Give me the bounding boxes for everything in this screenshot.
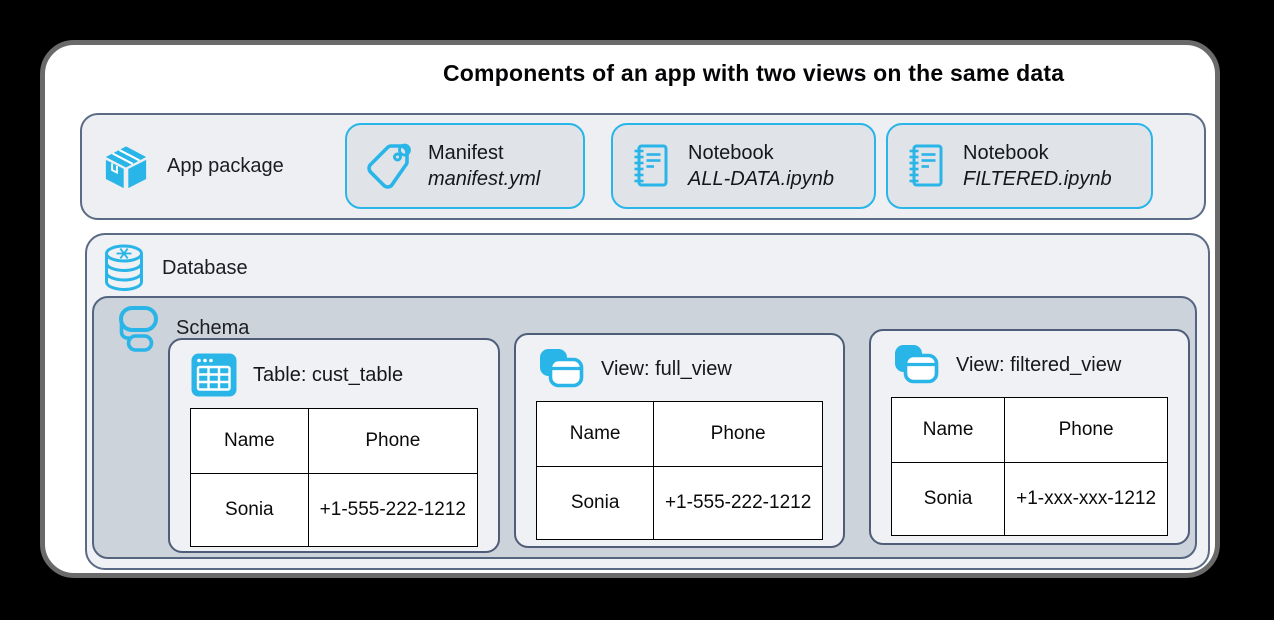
object-header: View: filtered_view — [891, 343, 1188, 387]
cell-value: Sonia — [535, 466, 655, 540]
object-title: View: full_view — [601, 357, 732, 380]
object-header: View: full_view — [536, 347, 843, 391]
cell-value: +1-555-222-1212 — [653, 466, 823, 540]
notebook-icon — [634, 144, 668, 187]
cell-value: Sonia — [190, 473, 309, 547]
cust-table-card: Table: cust_table Name Phone Sonia +1-55… — [168, 338, 500, 553]
object-title: Table: cust_table — [253, 363, 404, 386]
cell-value: +1-555-222-1212 — [307, 473, 479, 547]
view-icon — [895, 345, 939, 384]
schema-box: Schema — [92, 296, 1197, 559]
file-name: manifest.yml — [428, 168, 541, 190]
table-icon — [191, 353, 237, 397]
object-header: Table: cust_table — [190, 352, 498, 398]
diagram-title: Components of an app with two views on t… — [443, 60, 1065, 86]
tag-icon — [367, 143, 411, 189]
file-name: FILTERED.ipynb — [963, 168, 1112, 190]
package-icon — [105, 145, 147, 188]
data-table: Name Phone Sonia +1-555-222-1212 — [535, 401, 823, 540]
column-header: Phone — [653, 401, 823, 467]
manifest-card: Manifest manifest.yml — [345, 123, 585, 209]
cell-value: +1-xxx-xxx-1212 — [1004, 462, 1168, 536]
notebook-icon — [909, 144, 943, 187]
file-title: Manifest — [428, 142, 504, 164]
data-table: Name Phone Sonia +1-555-222-1212 — [190, 408, 479, 547]
full-view-card: View: full_view Name Phone Sonia +1-555-… — [514, 333, 845, 548]
app-package-box: App package Manifest manifest.yml — [80, 113, 1206, 220]
column-header: Name — [890, 397, 1006, 463]
database-header: Database — [100, 242, 248, 294]
column-header: Name — [190, 408, 309, 474]
database-icon — [105, 244, 143, 291]
view-icon — [540, 349, 584, 388]
object-title: View: filtered_view — [956, 353, 1122, 376]
filtered-view-card: View: filtered_view Name Phone Sonia +1-… — [869, 329, 1190, 545]
schema-icon — [119, 306, 158, 352]
column-header: Phone — [1004, 397, 1168, 463]
file-title: Notebook — [688, 142, 774, 164]
app-package-label: App package — [167, 155, 284, 177]
database-box: Database Schema — [85, 233, 1210, 570]
notebook-card-all-data: Notebook ALL-DATA.ipynb — [611, 123, 876, 209]
notebook-card-filtered: Notebook FILTERED.ipynb — [886, 123, 1153, 209]
cell-value: Sonia — [890, 462, 1006, 536]
schema-header: Schema — [106, 302, 249, 354]
file-title: Notebook — [963, 142, 1049, 164]
file-name: ALL-DATA.ipynb — [688, 168, 834, 190]
column-header: Phone — [307, 408, 479, 474]
diagram-panel: Components of an app with two views on t… — [40, 40, 1220, 578]
data-table: Name Phone Sonia +1-xxx-xxx-1212 — [890, 397, 1168, 536]
schema-label: Schema — [176, 316, 250, 339]
column-header: Name — [535, 401, 655, 467]
app-package-header: App package — [103, 115, 284, 218]
database-label: Database — [162, 256, 248, 279]
